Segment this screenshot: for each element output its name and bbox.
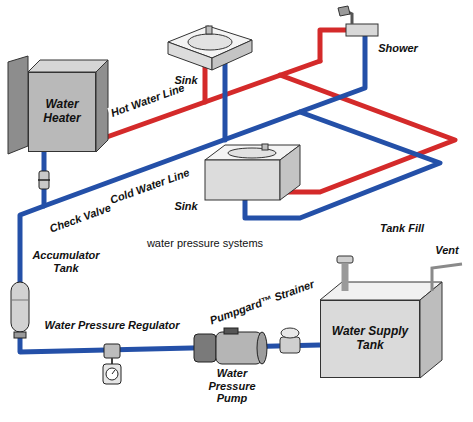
hot-branch: [280, 75, 455, 192]
tank-fill-pipe: [337, 256, 353, 291]
sink-lower: [205, 144, 300, 200]
heater-top: [28, 60, 108, 72]
heater-wall-plate: [8, 56, 28, 154]
part-label: Accumulator Tank: [25, 249, 107, 274]
water-supply-tank: Water Supply Tank: [320, 300, 420, 378]
shower-fixture: [338, 6, 378, 36]
hot-main: [104, 61, 320, 138]
cold-water-pipe: [20, 152, 320, 352]
regulator-symbol: [103, 344, 121, 384]
check-valve-band: [38, 179, 50, 181]
part-label: Tank Fill: [378, 222, 426, 235]
strainer-symbol: [280, 328, 300, 353]
fixture-label: Sink: [172, 74, 199, 87]
diagram-caption: water pressure systems: [145, 237, 265, 250]
heater-side: [96, 60, 108, 152]
check-valve-symbol: [39, 171, 49, 189]
water-heater: Water Heater: [28, 72, 96, 152]
part-label: Pumpgard™ Strainer: [206, 277, 317, 328]
vent-pipe: [432, 264, 462, 291]
accumulator-symbol: [11, 282, 29, 338]
node-text: Water Supply Tank: [325, 325, 415, 353]
sink-top: [168, 26, 252, 70]
part-label: Water Pressure Regulator: [43, 319, 182, 332]
fixture-label: Sink: [172, 200, 199, 213]
tank-side: [420, 282, 442, 378]
fixture-label: Shower: [376, 42, 420, 55]
part-label: Check Valve: [46, 200, 115, 235]
pump-symbol: [194, 328, 267, 364]
cold-branch: [223, 60, 228, 140]
part-label: Water Pressure Pump: [190, 367, 274, 405]
node-text: Water Heater: [33, 98, 91, 126]
part-label: Vent: [433, 244, 460, 257]
